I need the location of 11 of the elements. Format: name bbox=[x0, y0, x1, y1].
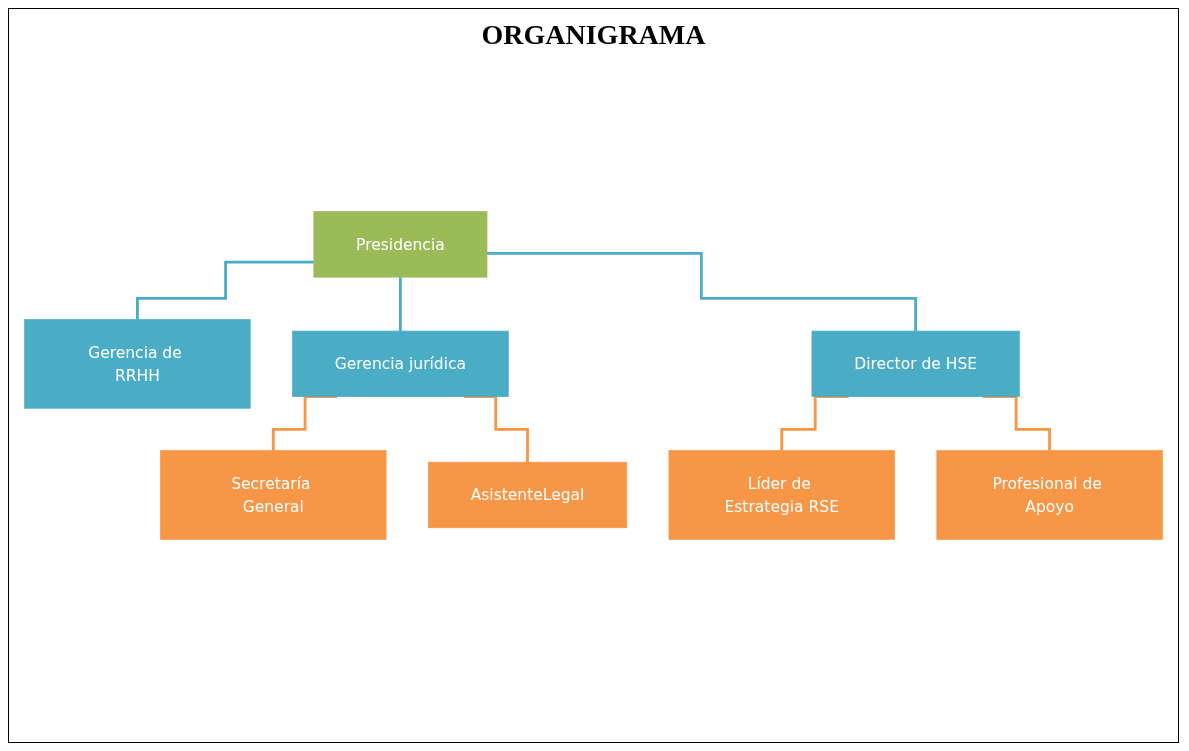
node-box: Líder de Estrategia RSE bbox=[668, 450, 895, 540]
connector bbox=[487, 252, 918, 333]
node-box: Secretaría General bbox=[160, 450, 387, 540]
node-box: Director de HSE bbox=[811, 330, 1020, 397]
node-box: Gerencia de RRHH bbox=[24, 319, 251, 409]
diagram-title: ORGANIGRAMA bbox=[480, 19, 707, 51]
node-box: Profesional de Apoyo bbox=[936, 450, 1163, 540]
node-box: Gerencia jurídica bbox=[292, 330, 509, 397]
node-box: AsistenteLegal bbox=[428, 461, 627, 529]
connector bbox=[136, 260, 314, 321]
node-box: Presidencia bbox=[313, 211, 488, 278]
